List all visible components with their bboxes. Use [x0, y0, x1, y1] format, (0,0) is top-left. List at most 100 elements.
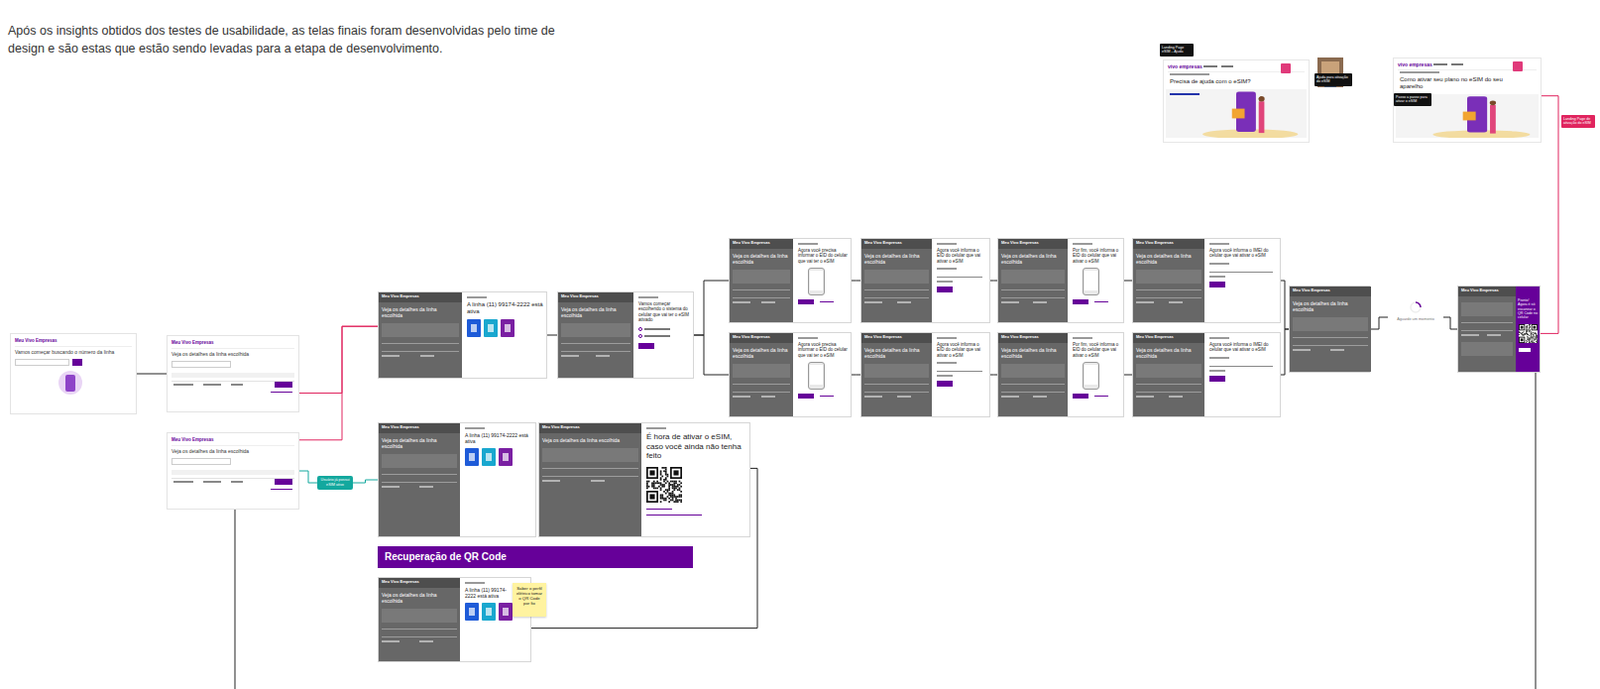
illustration [65, 374, 76, 392]
qr-cell [1528, 324, 1531, 326]
qr-cell [653, 487, 656, 490]
qr-cell [1530, 337, 1533, 340]
qr-cell [1534, 339, 1537, 342]
qr-cell [1527, 330, 1530, 333]
mock-row [381, 628, 458, 630]
qr-cell [668, 487, 671, 490]
step-label [638, 296, 659, 299]
screen-node: Meu Vivo EmpresasVeja os detalhes da lin… [860, 237, 991, 324]
node-text: Veja os detalhes da linha escolhida [381, 591, 458, 604]
screen-node: Meu Vivo EmpresasVeja os detalhes da lin… [1132, 237, 1281, 324]
screen-mock [378, 577, 460, 662]
node-text: Meu Vivo Empresas [381, 425, 458, 431]
qr-cell [1529, 332, 1532, 335]
qr-cell [646, 481, 649, 484]
qr-cell [1532, 333, 1535, 336]
qr-cell [675, 495, 678, 498]
step-label [936, 337, 957, 340]
card-icon [502, 607, 509, 616]
qr-finder [671, 467, 682, 478]
mock-cell [1168, 301, 1183, 304]
nav-item [1451, 63, 1464, 66]
node-text: Meu Vivo Empresas [381, 579, 458, 585]
qr-cell [658, 481, 661, 484]
card-icon [470, 324, 477, 333]
node-text: Meu Vivo Empresas [381, 294, 459, 300]
connector [1370, 317, 1388, 330]
mock-row [1136, 391, 1202, 393]
qr-finder [647, 491, 658, 502]
qr-cell [661, 493, 664, 496]
qr-cell [1520, 333, 1523, 336]
mock-cell [419, 485, 434, 488]
qr-cell [665, 468, 668, 471]
qr-cell [660, 488, 663, 491]
connector [1280, 280, 1289, 330]
qr-cell [1533, 335, 1536, 338]
qr-bg [646, 466, 683, 503]
node-text: Agora você informa o IMEI do celular que… [1209, 247, 1277, 259]
mock-cell [381, 640, 400, 643]
input-label [1209, 369, 1226, 372]
qr-cell [673, 495, 676, 498]
qr-cell [679, 499, 682, 502]
radio-dot [638, 327, 643, 332]
qr-cell [1536, 341, 1538, 343]
qr-cell [646, 480, 649, 483]
step-label [798, 337, 818, 340]
mock-row [1292, 337, 1369, 339]
qr-cell [1536, 335, 1538, 338]
qr-cell [1521, 334, 1524, 337]
illustration-area [1165, 89, 1307, 138]
screen-node: Meu Vivo EmpresasVeja os detalhes da lin… [997, 332, 1125, 418]
node-text: Meu Vivo Empresas [1001, 335, 1065, 341]
qr-cell [1527, 342, 1530, 343]
qr-cell [1533, 342, 1536, 343]
person-figure [1489, 105, 1496, 134]
qr-cell [1528, 338, 1531, 341]
qr-cell [672, 485, 675, 488]
mock-cell [864, 395, 883, 398]
node-text: A linha (11) 99174-2222 está ativa [464, 432, 533, 445]
qr-cell [677, 485, 680, 488]
qr-cell [1518, 331, 1520, 334]
mock-cell [732, 301, 751, 304]
connector [693, 335, 729, 375]
node-text: Meu Vivo Empresas [14, 338, 132, 343]
mock-row [1001, 391, 1065, 393]
qr-cell [670, 483, 673, 486]
node-text: Meu Vivo Empresas [561, 294, 631, 300]
qr-cell [653, 483, 656, 486]
qr-cell [1525, 333, 1528, 336]
node-text: Veja os detalhes da linha escolhida [732, 252, 791, 265]
qr-cell [660, 469, 663, 472]
mock-card [1461, 302, 1513, 317]
qr-cell [1535, 333, 1538, 336]
qr-cell [1526, 331, 1529, 334]
step-label [798, 242, 818, 245]
primary-button [1209, 375, 1226, 382]
node-text: Agora você precisa informar o EID do cel… [798, 342, 848, 358]
screen-mock [378, 292, 462, 378]
spinner [1408, 300, 1423, 315]
screen-mock [1289, 286, 1372, 372]
menu-link [1169, 93, 1200, 96]
qr-cell [1527, 327, 1530, 330]
mock-row [381, 473, 458, 475]
node-text: Aguarde um momento [1389, 317, 1442, 323]
qr-cell [1529, 334, 1532, 337]
mock-row [381, 636, 458, 638]
qr-cell [1532, 334, 1535, 337]
note-tag: Passo a passo para ativar o eSIM [1393, 93, 1432, 107]
qr-cell [1527, 324, 1530, 327]
screen-mock [729, 333, 794, 417]
mock-cell [1486, 334, 1501, 337]
qr-cell [679, 487, 682, 490]
qr-cell [1526, 333, 1529, 336]
qr-cell [663, 480, 666, 483]
screen-mock [1458, 286, 1516, 372]
qr-cell [665, 471, 668, 474]
qr-cell [1524, 333, 1527, 336]
qr-cell [668, 481, 671, 484]
screen-node: Meu Vivo EmpresasVeja os detalhes da lin… [377, 291, 548, 379]
